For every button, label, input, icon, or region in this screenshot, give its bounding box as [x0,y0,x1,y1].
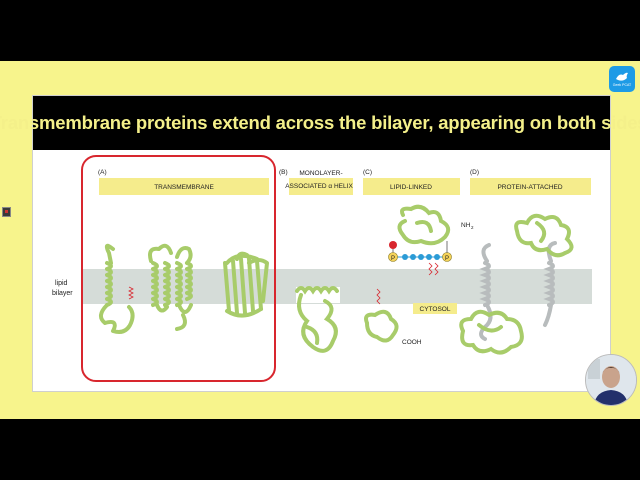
panel-d-label: PROTEIN-ATTACHED [497,184,562,191]
panel-d-letter: (D) [470,169,479,176]
side-record-indicator [2,207,11,217]
geekpcat-logo: Geek PCAT [609,66,635,92]
phosphate-right-label: P [445,256,449,262]
panel-c-label-bg [363,178,460,195]
cytosol-label: CYTOSOL [420,306,451,313]
presenter-avatar [586,355,636,405]
membrane-protein-figure: lipid bilayer (A) (B) (C) (D) TRANSMEMBR… [52,155,592,382]
logo-text: Geek PCAT [612,83,632,87]
panel-c-label: LIPID-LINKED [390,184,432,191]
panel-b-label-bg [289,178,353,195]
lipid-anchor-c1 [428,262,439,276]
peripheral-proteins [459,213,574,355]
alpha-helix-protein [295,286,339,353]
panel-d-label-bg [470,178,591,195]
webcam-overlay [585,354,637,406]
panel-b-label-line2: ASSOCIATED α HELIX [285,183,353,190]
nh2-subscript: 2 [471,225,474,230]
phosphate-left-label: P [391,256,395,262]
cytosol-label-bg [413,303,457,314]
highlight-box [81,155,276,382]
bilayer-label: bilayer [52,290,73,297]
transmembrane-proteins [99,243,269,334]
gpi-sugars [402,254,440,260]
phosphate-left [388,252,398,262]
panel-b-letter: (B) [279,169,288,176]
slide: Transmembrane proteins extend across the… [0,95,640,392]
panel-a-letter: (A) [98,169,107,176]
lipid-anchor-c2 [376,288,381,305]
lipid-anchor-a [128,286,134,300]
panel-c-letter: (C) [363,169,372,176]
nh2-label: NH [461,222,471,229]
panel-a-label-bg [99,178,269,195]
lipid-linked-proteins [364,204,451,343]
gpi-red-head [389,241,397,249]
slide-title: Transmembrane proteins extend across the… [0,112,640,133]
cooh-label: COOH [402,339,422,346]
bird-icon [616,72,628,81]
slide-title-bar: Transmembrane proteins extend across the… [0,96,640,150]
lipid-label: lipid [55,280,68,287]
panel-b-label-line1: MONOLAYER- [299,170,342,177]
panel-a-label: TRANSMEMBRANE [154,184,214,191]
